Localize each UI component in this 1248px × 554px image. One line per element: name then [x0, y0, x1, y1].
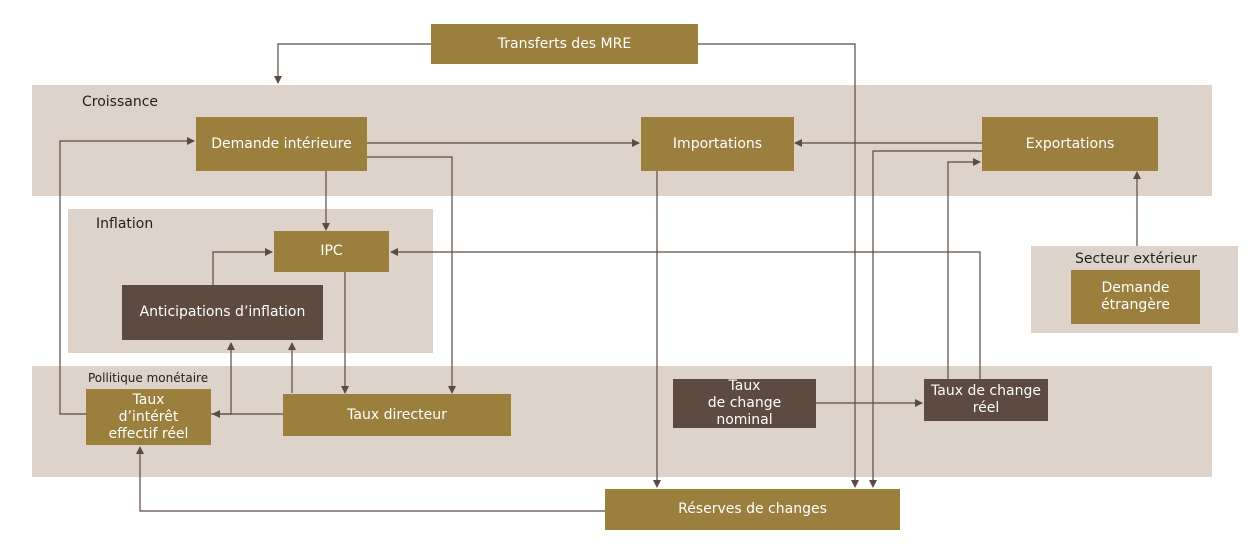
node-taux-directeur: Taux directeur [283, 394, 511, 436]
arrow-taux-interet-to-demande [59, 137, 195, 415]
arrow-exportations-to-reserves [869, 150, 982, 488]
node-ipc: IPC [274, 231, 389, 272]
node-taux-interet-effectif: Taux d’intérêt effectif réel [86, 389, 211, 445]
node-taux-change-reel: Taux de change réel [924, 379, 1048, 421]
arrow-reserves-to-taux-interet [136, 446, 605, 512]
arrow-transferts-to-reserves [698, 43, 859, 488]
arrow-demande-to-taux-directeur [367, 156, 456, 394]
secteur-exterieur-label: Secteur extérieur [1075, 251, 1198, 267]
arrow-anticipations-to-ipc [212, 248, 273, 285]
arrow-transferts-to-croissance [274, 43, 431, 84]
inflation-label: Inflation [96, 216, 154, 232]
node-reserves-changes: Réserves de changes [605, 489, 900, 530]
node-importations: Importations [641, 117, 794, 171]
arrow-taux-interet-to-anticipations [211, 342, 235, 415]
node-demande-etrangere: Demande étrangère [1071, 270, 1200, 324]
node-demande-interieure: Demande intérieure [196, 117, 367, 171]
arrow-tcr-to-exportations [947, 158, 981, 379]
node-exportations: Exportations [982, 117, 1158, 171]
node-taux-change-nominal: Taux de change nominal [673, 378, 816, 428]
arrow-tcr-to-ipc [390, 248, 981, 379]
node-transferts-mre: Transferts des MRE [431, 24, 698, 64]
politique-monetaire-label: Pollitique monétaire [88, 371, 209, 385]
node-anticipations-inflation: Anticipations d’inflation [122, 285, 323, 340]
croissance-label: Croissance [82, 94, 159, 110]
